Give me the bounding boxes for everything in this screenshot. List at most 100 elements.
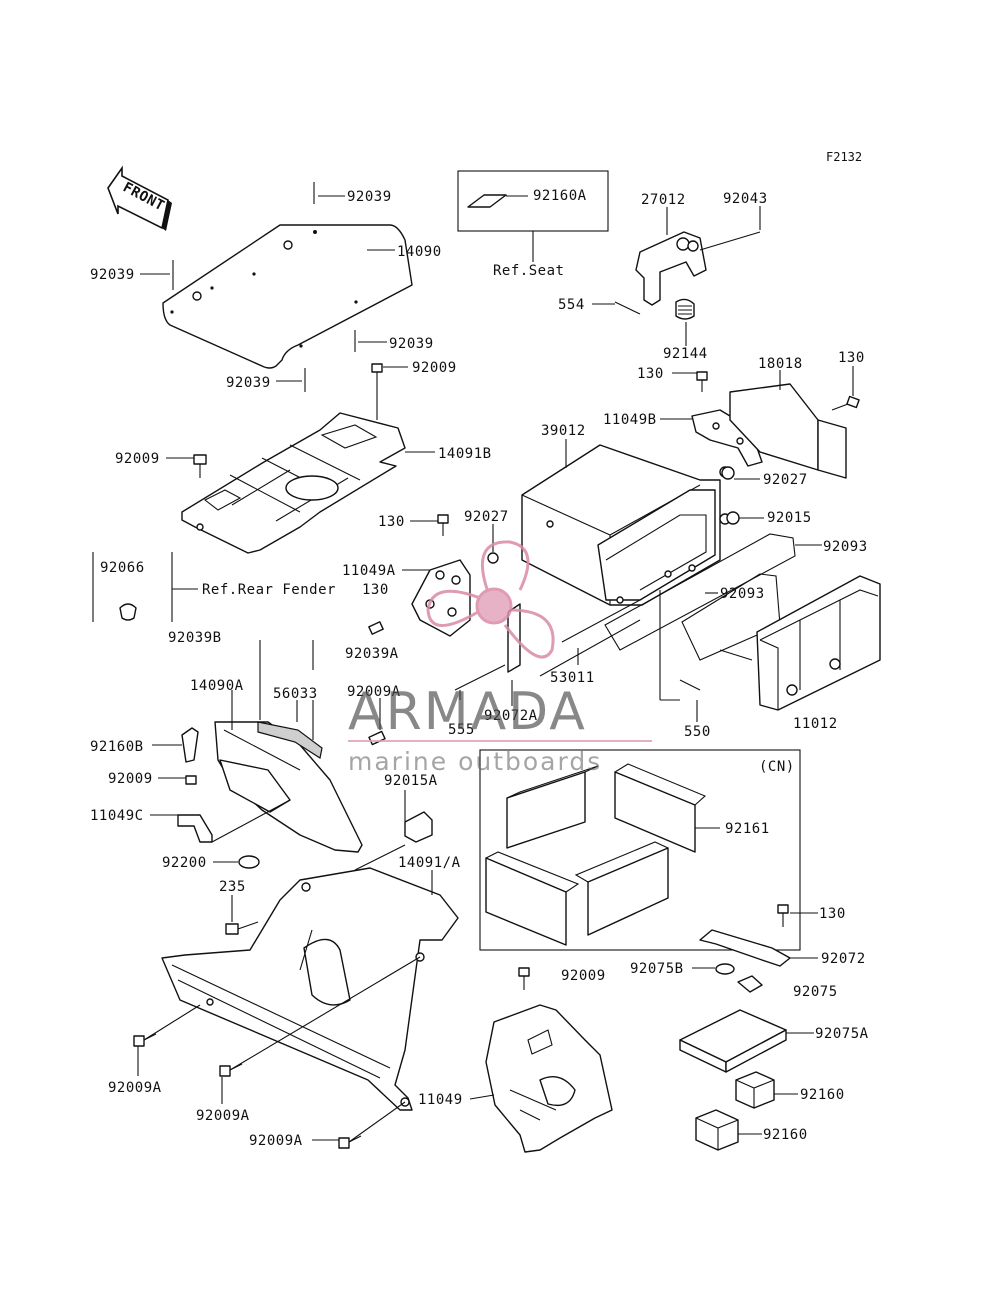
- label-18018: 18018: [758, 356, 803, 372]
- nut-92027-icon: [721, 466, 735, 480]
- bracket-11049: [485, 967, 613, 1153]
- diagram-code: F2132: [826, 150, 862, 164]
- cn-label: (CN): [759, 759, 795, 775]
- label-92027-r: 92027: [763, 472, 808, 488]
- pin-92039-group: [172, 182, 356, 392]
- watermark-tagline: marine outboards: [348, 747, 602, 776]
- plate-14090: [162, 224, 413, 369]
- label-39012: 39012: [541, 423, 586, 439]
- label-92075B: 92075B: [630, 961, 684, 977]
- pad-92160B: [181, 727, 199, 763]
- label-92027-l: 92027: [464, 509, 509, 525]
- grommet-92066-icon: [119, 603, 137, 621]
- fender-14091A: [161, 867, 459, 1111]
- label-92039-top: 92039: [347, 189, 392, 205]
- label-56033: 56033: [273, 686, 318, 702]
- label-554: 554: [558, 297, 585, 313]
- label-56033: [257, 721, 323, 759]
- label-130-tr: 130: [838, 350, 865, 366]
- label-14091B: 14091B: [438, 446, 492, 462]
- foam-pads-92161: [485, 763, 707, 946]
- label-92009-b: 92009: [108, 771, 153, 787]
- label-92160-a: 92160: [800, 1087, 845, 1103]
- label-130-ref: 130: [362, 582, 389, 598]
- block-92160-a: [735, 1071, 775, 1109]
- label-92009-top: 92009: [412, 360, 457, 376]
- nut-92015-icon: [726, 511, 740, 525]
- pad-92160A: [467, 194, 507, 208]
- ref-seat-text: Ref.Seat: [493, 263, 564, 279]
- label-92066: 92066: [100, 560, 145, 576]
- label-92161: 92161: [725, 821, 770, 837]
- cn-box: [479, 749, 801, 951]
- label-11049A: 11049A: [342, 563, 396, 579]
- collar-92015A: [404, 811, 433, 843]
- label-130-mid: 130: [637, 366, 664, 382]
- label-92200: 92200: [162, 855, 207, 871]
- label-130-l: 130: [378, 514, 405, 530]
- front-arrow-icon: FRONT: [107, 165, 172, 231]
- label-92160B: 92160B: [90, 739, 144, 755]
- label-11049C: 11049C: [90, 808, 144, 824]
- label-92009A-c: 92009A: [196, 1108, 250, 1124]
- label-11012: 11012: [793, 716, 838, 732]
- label-92039-bot: 92039: [226, 375, 271, 391]
- label-14090A: 14090A: [190, 678, 244, 694]
- block-92160-b: [695, 1109, 739, 1151]
- label-14090: 14090: [397, 244, 442, 260]
- label-92009-left: 92009: [115, 451, 160, 467]
- bolt-92009-c-icon: [185, 775, 197, 785]
- washer-92200-icon: [238, 855, 260, 869]
- pad-92075A: [679, 1009, 787, 1073]
- label-92093-a: 92093: [823, 539, 868, 555]
- label-92039B: 92039B: [168, 630, 222, 646]
- cover-18018: [729, 383, 860, 479]
- bolt-92009-b-icon: [193, 454, 207, 478]
- label-92072A: 92072A: [484, 708, 538, 724]
- label-92160-b: 92160: [763, 1127, 808, 1143]
- label-235: 235: [219, 879, 246, 895]
- label-92093-b: 92093: [720, 586, 765, 602]
- leader-lines: [137, 195, 854, 1143]
- case-11012: [756, 575, 881, 711]
- label-92015: 92015: [767, 510, 812, 526]
- label-92160A: 92160A: [533, 188, 587, 204]
- label-92009A-b: 92009A: [108, 1080, 162, 1096]
- label-550: 550: [684, 724, 711, 740]
- bracket-11049B: [691, 371, 763, 467]
- label-92009A-d: 92009A: [249, 1133, 303, 1149]
- label-53011: 53011: [550, 670, 595, 686]
- label-92009-c: 92009: [561, 968, 606, 984]
- label-92144: 92144: [663, 346, 708, 362]
- strap-92072: [699, 904, 791, 993]
- label-555: 555: [448, 722, 475, 738]
- label-92043: 92043: [723, 191, 768, 207]
- label-92039-left: 92039: [90, 267, 135, 283]
- bracket-11049C: [177, 814, 213, 843]
- fender-14090A: [214, 721, 363, 853]
- label-92075A: 92075A: [815, 1026, 869, 1042]
- watermark: ARMADA marine outboards: [348, 540, 652, 776]
- screw-235-icon: [225, 923, 239, 935]
- label-14091A: 14091/A: [398, 855, 461, 871]
- propeller-logo-icon: [426, 540, 555, 659]
- gasket-92093-a: [604, 533, 796, 651]
- watermark-brand: ARMADA: [348, 682, 587, 742]
- label-27012: 27012: [641, 192, 686, 208]
- label-92039-mid: 92039: [389, 336, 434, 352]
- stay-11049A: [368, 514, 499, 637]
- label-11049B: 11049B: [603, 412, 657, 428]
- plate-14091B: [181, 412, 406, 554]
- label-92015A: 92015A: [384, 773, 438, 789]
- box-39012: [521, 444, 731, 606]
- ref-rear-fender-text: Ref.Rear Fender: [202, 582, 336, 598]
- hinge-27012: [614, 231, 761, 320]
- label-11049: 11049: [418, 1092, 463, 1108]
- label-92072: 92072: [821, 951, 866, 967]
- label-130-br: 130: [819, 906, 846, 922]
- label-92075: 92075: [793, 984, 838, 1000]
- label-92009A-a: 92009A: [347, 684, 401, 700]
- gasket-92093-b: [681, 573, 781, 661]
- bolt-92009-a-icon: [371, 363, 383, 384]
